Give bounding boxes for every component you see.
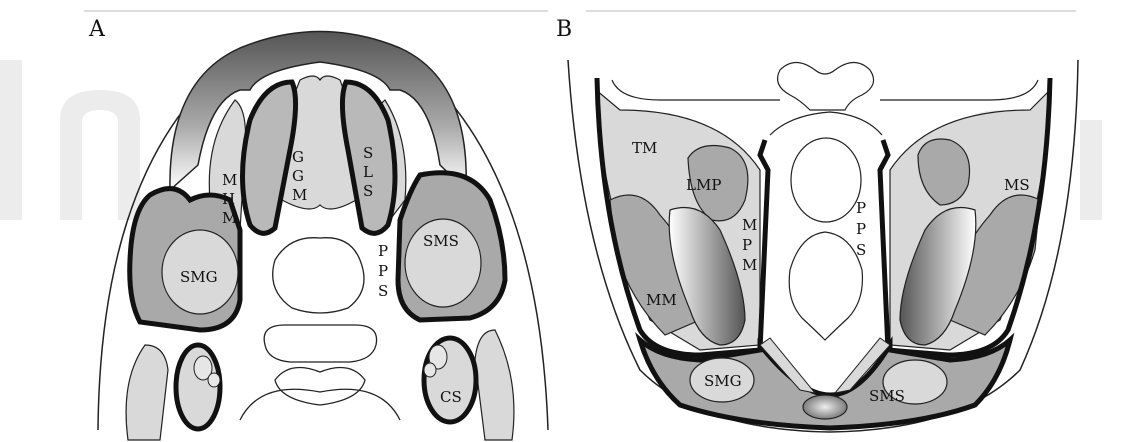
- panel-a-letter: A: [88, 17, 106, 42]
- label-mpm-1: M: [742, 216, 757, 234]
- label-sls-1: S: [363, 144, 373, 162]
- label-mm: MM: [646, 291, 677, 309]
- panel-b-letter: B: [556, 17, 572, 42]
- label-mpm-2: P: [742, 236, 752, 254]
- vertebra-body-a: [275, 368, 365, 406]
- vertebra-top-a: [264, 325, 376, 362]
- label-pps-b-3: S: [856, 241, 866, 259]
- label-tm: TM: [632, 139, 657, 157]
- skull-base-top: [778, 63, 874, 111]
- label-sls-3: S: [363, 182, 373, 200]
- label-ggm-1: G: [292, 148, 304, 166]
- label-mhm-3: M: [222, 209, 237, 227]
- label-mhm-2: H: [222, 190, 235, 208]
- label-ms: MS: [1004, 176, 1030, 194]
- label-mpm-3: M: [742, 256, 757, 274]
- sls-gland-left: [243, 82, 296, 233]
- label-pps-a-3: S: [378, 282, 388, 300]
- panel-b-upper-line-left: [612, 80, 780, 100]
- label-sms-a: SMS: [423, 232, 459, 250]
- label-smg-b: SMG: [704, 372, 742, 390]
- vessel-right-b: [424, 363, 436, 377]
- label-smg-a: SMG: [180, 268, 218, 286]
- vessel-left-b: [208, 373, 220, 387]
- lower-muscle-left: [126, 345, 168, 440]
- airway-oval-b: [791, 138, 861, 222]
- hyoid-bone: [803, 395, 847, 419]
- label-lmp: LMP: [686, 176, 721, 194]
- panel-a: A M H: [88, 17, 548, 440]
- label-pps-a-2: P: [378, 262, 388, 280]
- label-pps-b-1: P: [856, 199, 866, 217]
- skull-base-arch: [770, 112, 882, 135]
- vertebra-b: [789, 232, 862, 340]
- label-pps-a-1: P: [378, 242, 388, 260]
- label-ggm-3: M: [292, 186, 307, 204]
- label-ggm-2: G: [292, 167, 304, 185]
- label-mhm-1: M: [222, 171, 237, 189]
- airway-oval-a: [273, 238, 364, 313]
- label-sms-b: SMS: [869, 387, 905, 405]
- panel-b: B TM LMP M: [556, 17, 1078, 432]
- label-sls-2: L: [363, 163, 373, 181]
- panel-b-upper-line-right: [880, 80, 1038, 100]
- lower-muscle-right: [475, 330, 514, 440]
- label-cs: CS: [440, 388, 462, 406]
- label-pps-b-2: P: [856, 220, 866, 238]
